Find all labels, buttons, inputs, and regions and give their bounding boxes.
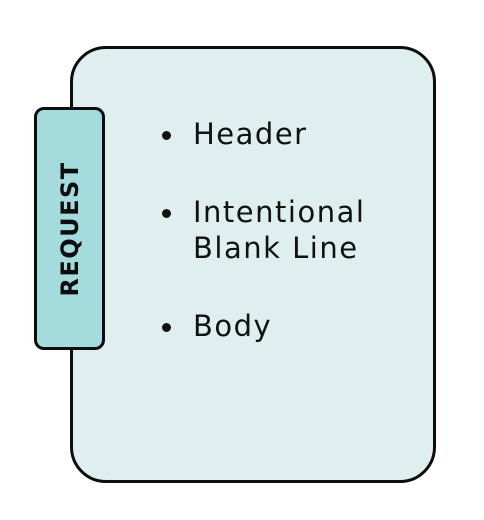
request-card — [70, 46, 436, 483]
list-item-blank-line: Intentional Blank Line — [160, 194, 433, 266]
list-item-label: Header — [193, 117, 308, 151]
list-item-label: Intentional Blank Line — [193, 195, 366, 265]
request-parts-list: Header Intentional Blank Line Body — [160, 116, 433, 386]
list-item-label: Body — [193, 309, 273, 343]
bullet-icon — [162, 323, 171, 332]
list-item-header: Header — [160, 116, 433, 152]
request-tab-label: REQUEST — [55, 160, 84, 297]
bullet-icon — [162, 209, 171, 218]
list-item-body: Body — [160, 308, 433, 344]
request-tab: REQUEST — [34, 107, 105, 350]
bullet-icon — [162, 131, 171, 140]
